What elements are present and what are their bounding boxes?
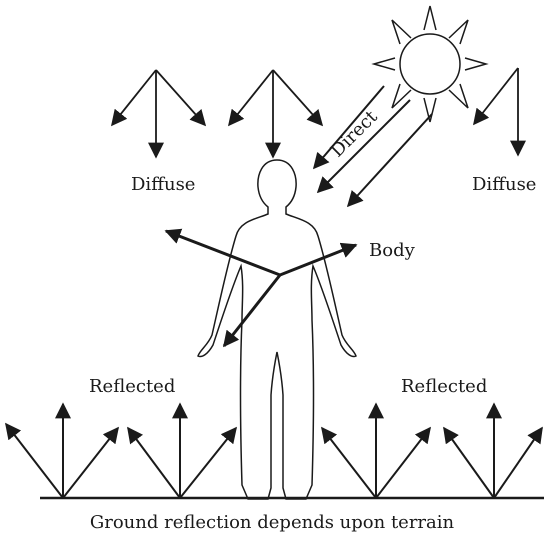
human-figure [198,160,356,499]
sun-icon [374,6,486,122]
label-diffuse-left: Diffuse [131,174,195,195]
caption: Ground reflection depends upon terrain [90,512,455,533]
reflected-arrows-left [6,404,236,498]
reflected-arrows-right [322,404,542,498]
label-reflected-right: Reflected [401,376,487,397]
diffuse-arrows [112,68,518,157]
label-direct: Direct [327,106,383,162]
label-reflected-left: Reflected [89,376,175,397]
body-arrows [166,231,356,346]
label-body: Body [369,240,416,261]
label-diffuse-right: Diffuse [472,174,536,195]
